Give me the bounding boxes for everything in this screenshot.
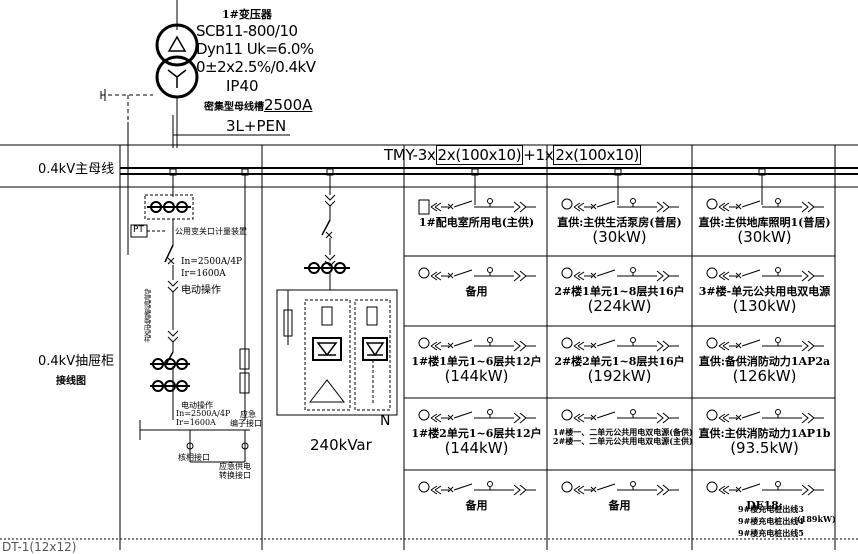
feeder-load: (130kW) xyxy=(732,297,797,316)
feeder-cell: 直供:主供地库照明1(普居)(30kW) xyxy=(698,216,831,254)
wiring-row-label: 0.4kV抽屉柜 xyxy=(38,354,115,369)
feeder-cell: 备用 xyxy=(410,285,543,324)
feeder-name: 2#楼1单元1~8层共16户 xyxy=(554,285,685,298)
feeder-breaker-symbol xyxy=(418,481,536,496)
feeder-breaker-symbol xyxy=(561,481,679,496)
feeder-load: (30kW) xyxy=(737,228,792,247)
vertical-note: 负荷侧设置电压采样 xyxy=(144,289,151,344)
emergency-a: 应急 xyxy=(240,410,256,419)
feeder-breaker-symbol xyxy=(418,267,536,282)
transformer-title: 1#变压器 xyxy=(222,8,272,21)
feeder-cell: 直供:主供消防动力1AP1b(93.5kW) xyxy=(698,427,831,468)
df18-a: 9#楼充电桩出线3 xyxy=(738,504,804,514)
feeder-cell: 3#楼-单元公共用电双电源(130kW) xyxy=(698,285,831,324)
feeder-name: 1#楼1单元1~6层共12户 xyxy=(411,355,542,368)
ir-rating-2: Ir=1600A xyxy=(176,418,216,427)
feeder-breaker-symbol xyxy=(706,198,824,213)
capacitor-rating: 240kVar xyxy=(310,436,372,454)
feeder-cell: 备用 xyxy=(410,499,543,537)
df18-c: 9#楼充电桩出线5 xyxy=(738,528,804,538)
feeder-name: 3#楼-单元公共用电双电源 xyxy=(698,285,831,298)
neutral-label: N xyxy=(380,413,391,429)
transformer-ratio: 0±2x2.5%/0.4kV xyxy=(196,58,316,76)
feeder-cell: 2#楼1单元1~8层共16户(224kW) xyxy=(553,285,686,324)
feeder-name: 备用 xyxy=(608,499,631,512)
emergency-b: 编子接口 xyxy=(230,419,262,428)
feeder-name: 2#楼2单元1~8层共16户 xyxy=(554,355,685,368)
feeder-name: 备用 xyxy=(465,499,488,512)
feeder-load: (30kW) xyxy=(592,228,647,247)
feeder-name: DF18: xyxy=(746,499,783,512)
meter-label: 公用变关口计量装置 xyxy=(175,227,247,236)
busway-label: 密集型母线槽2500A xyxy=(204,96,313,114)
transformer-model: SCB11-800/10 xyxy=(196,22,298,40)
bus-row-label: 0.4kV主母线 xyxy=(38,162,115,177)
feeder-load: (144kW) xyxy=(444,367,509,386)
feeder-name: 直供:备供消防动力1AP2a xyxy=(698,355,831,368)
pt-label: PT xyxy=(133,225,144,235)
feeder-breaker-symbol xyxy=(706,481,824,496)
df18-kw: (189kW) xyxy=(797,514,836,524)
feeder-load: (224kW) xyxy=(587,297,652,316)
feeder-name: 直供:主供生活泵房(普居) xyxy=(557,216,682,229)
ir-rating: Ir=1600A xyxy=(181,269,226,279)
feeder-cell: 1#楼一、二单元公共用电双电源(备供)2#楼一、二单元公共用电双电源(主供) xyxy=(553,427,693,468)
feeder-breaker-symbol xyxy=(561,409,679,424)
emergency-d: 转换接口 xyxy=(219,471,251,480)
feeder-name: 直供:主供消防动力1AP1b xyxy=(698,427,831,440)
transformer-vector-group: Dyn11 Uk=6.0% xyxy=(196,40,314,58)
feeder-load: (192kW) xyxy=(587,367,652,386)
in-rating-2: In=2500A/4P xyxy=(176,409,231,418)
df18-b: 9#楼充电桩出线4 xyxy=(738,516,804,526)
feeder-name: 1#配电室所用电(主供) xyxy=(418,216,535,229)
feeder-load: (126kW) xyxy=(732,367,797,386)
feeder-load: (144kW) xyxy=(444,439,509,458)
phase-check: 核相接口 xyxy=(178,453,210,462)
feeder-breaker-symbol xyxy=(418,198,536,215)
feeder-name: 1#楼一、二单元公共用电双电源(备供) xyxy=(553,427,693,437)
transformer-primary-coil xyxy=(155,23,199,67)
wiring-row-sub: 接线图 xyxy=(56,376,86,387)
feeder-breaker-symbol xyxy=(706,267,824,282)
feeder-name: 直供:主供地库照明1(普居) xyxy=(698,216,831,229)
incomer-panel xyxy=(130,194,250,463)
conductor-label: 3L+PEN xyxy=(226,117,287,135)
feeder-cell: 2#楼2单元1~8层共16户(192kW) xyxy=(553,355,686,396)
delta-winding-symbol xyxy=(167,35,187,52)
feeder-breaker-symbol xyxy=(561,198,679,213)
feeder-cell: 直供:备供消防动力1AP2a(126kW) xyxy=(698,355,831,396)
feeder-cell: 备用 xyxy=(553,499,686,537)
feeder-cell: 1#配电室所用电(主供) xyxy=(410,216,543,254)
in-rating: In=2500A/4P xyxy=(181,257,243,267)
feeder-name: 1#楼2单元1~6层共12户 xyxy=(411,427,542,440)
feeder-breaker-symbol xyxy=(418,409,536,424)
wye-winding-symbol xyxy=(167,69,187,88)
feeder-cell: DF18: xyxy=(698,499,831,537)
operation-label: 电动操作 xyxy=(181,285,221,296)
transformer-ip: IP40 xyxy=(226,77,259,95)
feeder-load: (93.5kW) xyxy=(730,439,799,458)
emergency-c: 应急供电 xyxy=(219,462,251,471)
operation-label-2: 电动操作 xyxy=(181,401,213,410)
feeder-breaker-symbol xyxy=(706,409,824,424)
feeder-breaker-symbol xyxy=(706,337,824,352)
feeder-breaker-symbol xyxy=(561,267,679,282)
capacitor-panel xyxy=(276,194,398,416)
feeder-breaker-symbol xyxy=(418,337,536,352)
feeder-name: 备用 xyxy=(465,285,488,298)
feeder-cell: 1#楼2单元1~6层共12户(144kW) xyxy=(410,427,543,468)
bottom-fragment: DT-1(12x12) xyxy=(2,540,77,554)
feeder-breaker-symbol xyxy=(561,337,679,352)
feeder-cell: 直供:主供生活泵房(普居)(30kW) xyxy=(553,216,686,254)
feeder-cell: 1#楼1单元1~6层共12户(144kW) xyxy=(410,355,543,396)
feeder-load: 2#楼一、二单元公共用电双电源(主供) xyxy=(553,435,693,446)
